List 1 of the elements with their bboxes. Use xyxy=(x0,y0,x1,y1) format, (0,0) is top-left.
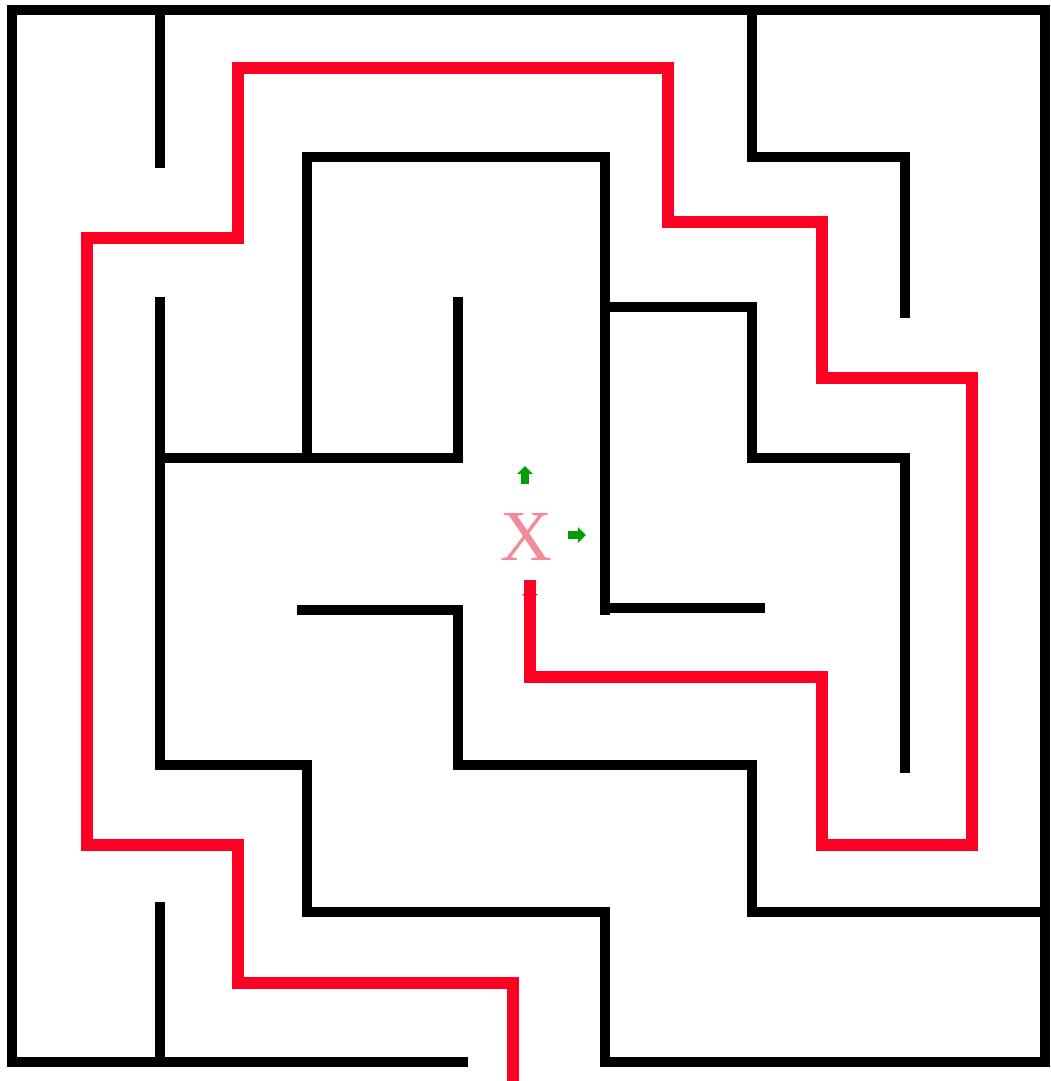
goal-mark: X xyxy=(500,500,552,572)
